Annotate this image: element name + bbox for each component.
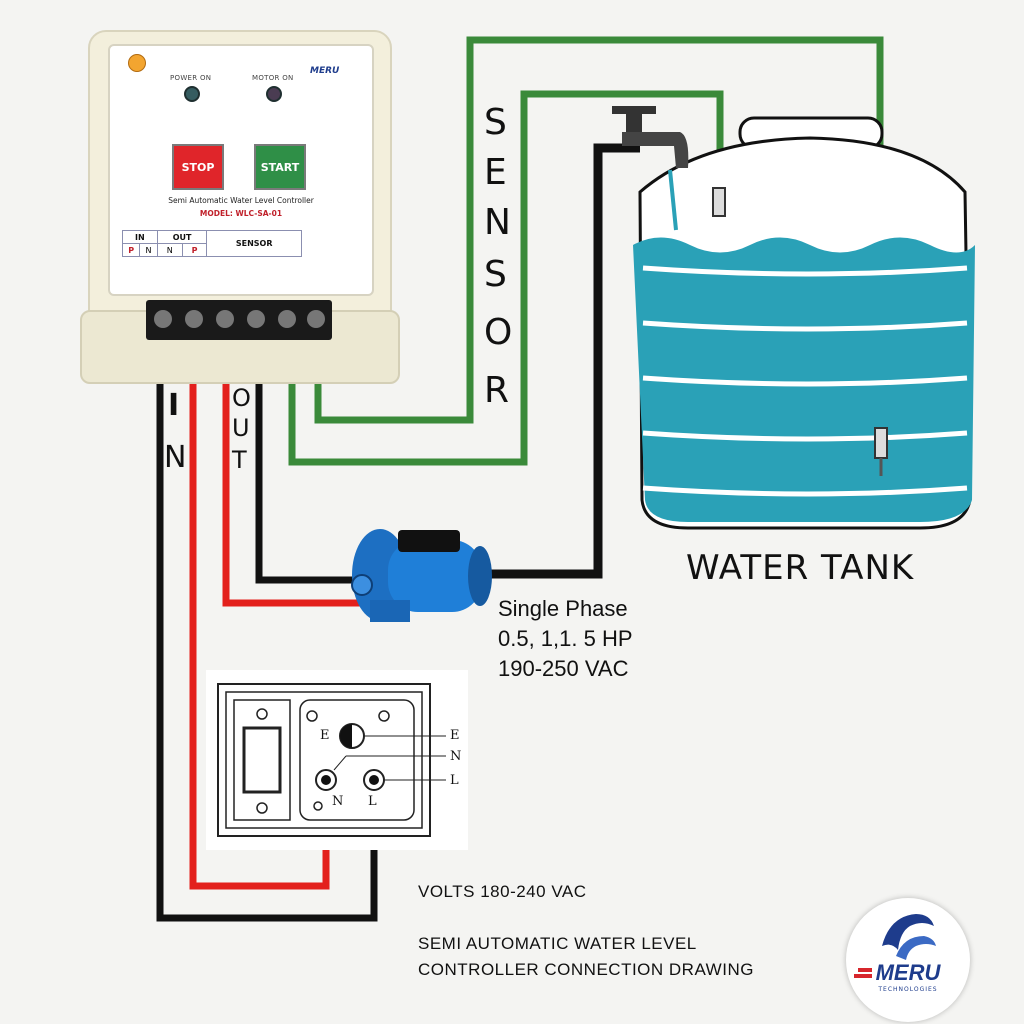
terminal-cell: N (156, 243, 183, 257)
socket-neutral-label: N (332, 794, 344, 809)
tap-icon (612, 106, 689, 231)
pump-spec-line: Single Phase (498, 596, 628, 621)
power-on-label: POWER ON (170, 74, 212, 82)
stop-button[interactable]: STOP (172, 144, 224, 190)
volts-caption: VOLTS 180-240 VAC (418, 882, 587, 901)
lead-neutral-label: N (450, 749, 462, 764)
sensor-wire-inner (288, 90, 724, 466)
socket-live-label: L (368, 794, 377, 809)
terminal-cell: N (139, 243, 158, 257)
controller-model: MODEL: WLC-SA-01 (199, 209, 283, 218)
title-caption-line2: CONTROLLER CONNECTION DRAWING (418, 960, 754, 979)
lead-earth-label: E (450, 728, 460, 743)
pump-spec-line: 190-250 VAC (498, 656, 629, 681)
terminal-block (146, 300, 332, 340)
controller-title: Semi Automatic Water Level Controller (168, 196, 314, 205)
lead-live-label: L (450, 773, 459, 788)
power-on-led (184, 86, 200, 102)
controller-box: MERU POWER ON MOTOR ON STOP START Semi A… (80, 30, 400, 384)
meru-logo: MERU TECHNOLOGIES (846, 898, 970, 1022)
motor-on-led (266, 86, 282, 102)
switch-board-svg (217, 683, 446, 837)
sensor-wire-outer (314, 36, 884, 424)
controller-panel: MERU POWER ON MOTOR ON STOP START Semi A… (108, 44, 374, 296)
controller-brand: MERU (310, 66, 340, 76)
title-caption-line1: SEMI AUTOMATIC WATER LEVEL (418, 934, 697, 953)
start-button[interactable]: START (254, 144, 306, 190)
logo-name: MERU (875, 960, 941, 985)
motor-on-label: MOTOR ON (252, 74, 294, 82)
dolphin-icon (882, 914, 936, 960)
pump-icon (351, 529, 492, 622)
terminal-header-out: OUT (156, 230, 208, 244)
pump-spec: Single Phase 0.5, 1,1. 5 HP 190-250 VAC (498, 594, 633, 684)
in-wire-black (156, 335, 378, 922)
terminal-header-in: IN (122, 230, 158, 244)
water-tank (633, 116, 975, 530)
pump-outlet-pipe (490, 143, 640, 579)
out-wire-red (222, 335, 410, 607)
switch-board: E N L E N L (206, 670, 468, 850)
water-tank-label: WATER TANK (686, 548, 915, 588)
terminal-header-sensor: SENSOR (206, 230, 302, 257)
pump-spec-line: 0.5, 1,1. 5 HP (498, 626, 633, 651)
terminal-cell: P (121, 243, 141, 257)
socket-earth-label: E (320, 728, 330, 743)
terminal-cell: P (181, 243, 208, 257)
logo-subtitle: TECHNOLOGIES (878, 986, 938, 993)
emblem-icon (128, 54, 146, 72)
terminal-label-table: IN OUT SENSOR P N N P (121, 230, 302, 257)
